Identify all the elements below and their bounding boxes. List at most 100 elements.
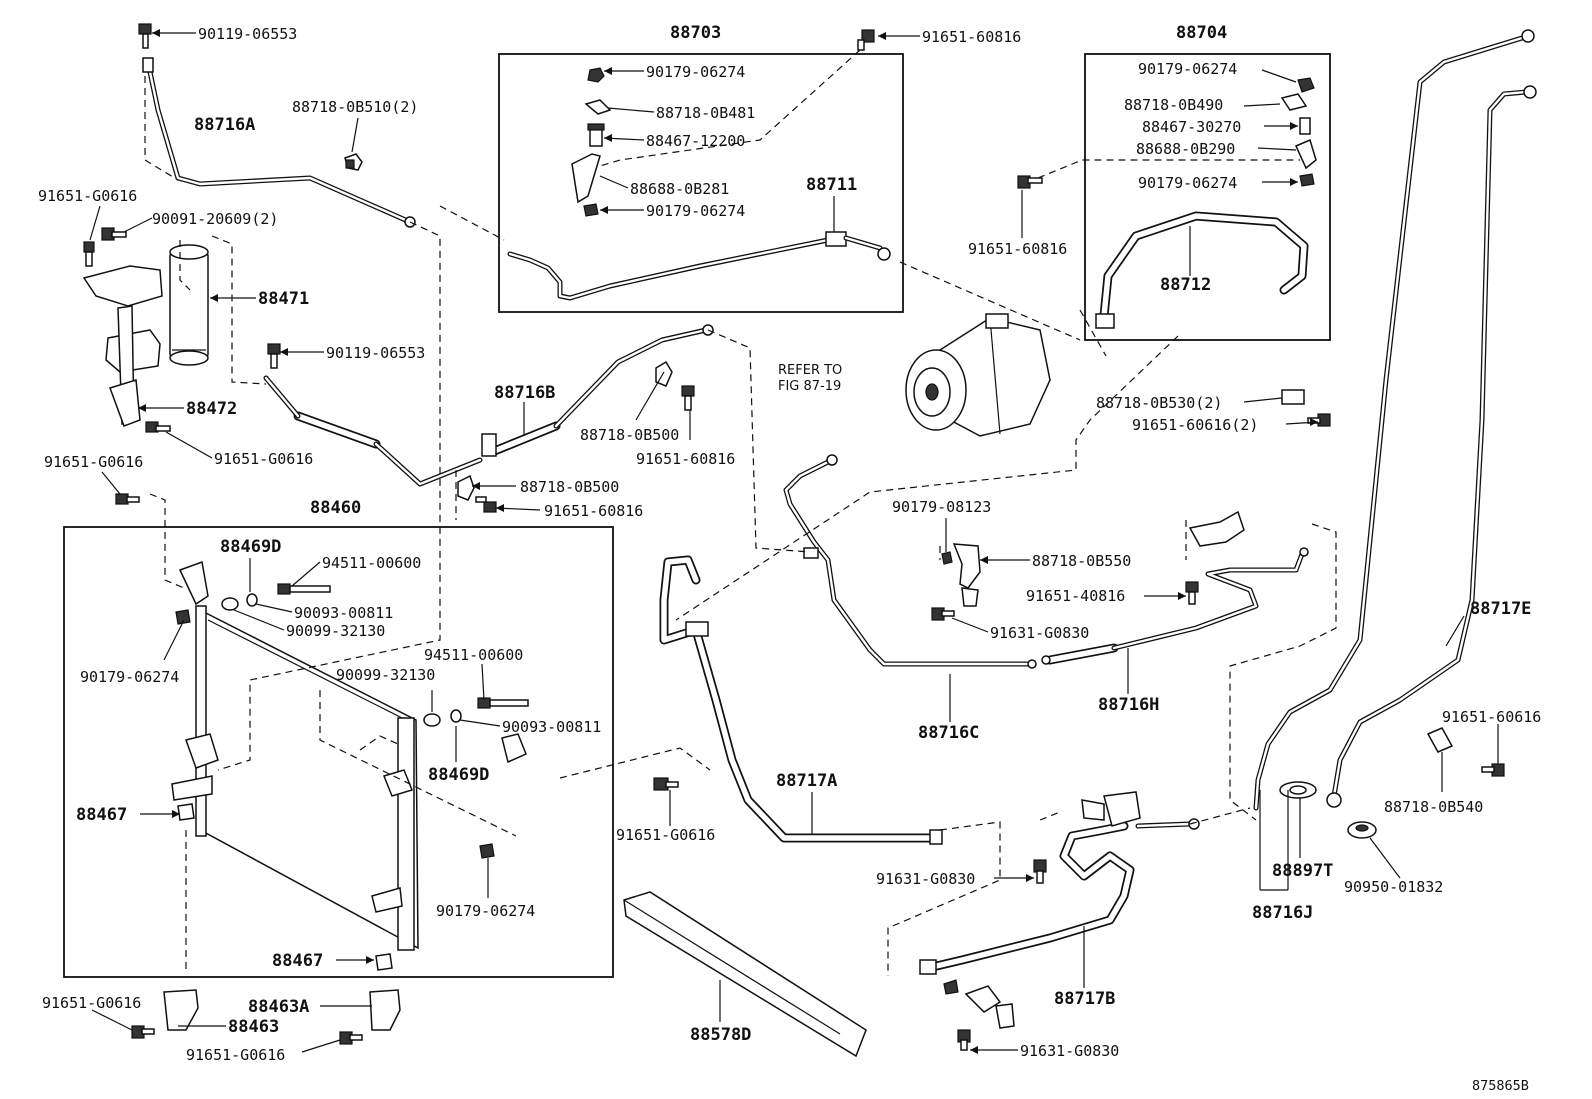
label-88469D: 88469D	[428, 765, 489, 785]
label-88717E: 88717E	[1470, 599, 1531, 619]
bolt-icon	[957, 1029, 971, 1051]
label-88717A: 88717A	[776, 771, 837, 791]
label-88718-0B510: 88718-0B510(2)	[292, 98, 418, 116]
label-91651-60616: 91651-60616	[1442, 708, 1541, 726]
bracket-88472	[82, 265, 163, 427]
bolt-icon	[653, 777, 679, 791]
pipe-88717E	[1253, 29, 1537, 811]
label-90179-06274: 90179-06274	[1138, 60, 1237, 78]
clamp-icon	[344, 153, 363, 171]
arrow-heads	[138, 29, 1318, 1054]
label-88467: 88467	[76, 805, 127, 825]
label-88472: 88472	[186, 399, 237, 419]
bolt-icon	[1017, 175, 1043, 189]
box-88703	[498, 53, 904, 313]
label-88711: 88711	[806, 175, 857, 195]
label-90179-06274: 90179-06274	[646, 63, 745, 81]
compressor-icon	[905, 313, 1051, 437]
label-88712: 88712	[1160, 275, 1211, 295]
mount-cushion-icon	[177, 803, 393, 971]
bolt-icon	[145, 421, 171, 433]
label-90093-00811: 90093-00811	[294, 604, 393, 622]
washer-icon	[246, 593, 462, 723]
nut-icon	[1297, 77, 1315, 93]
label-90093-00811: 90093-00811	[502, 718, 601, 736]
label-88718-0B550: 88718-0B550	[1032, 552, 1131, 570]
label-91651-40816: 91651-40816	[1026, 587, 1125, 605]
bolt-icon	[83, 241, 95, 267]
hose-88712	[1095, 211, 1309, 329]
bolt-icon	[1481, 763, 1505, 777]
bracket-icon	[571, 153, 601, 204]
label-88718-0B490: 88718-0B490	[1124, 96, 1223, 114]
label-90179-08123: 90179-08123	[892, 498, 991, 516]
label-90179-06274: 90179-06274	[436, 902, 535, 920]
label-90099-32130: 90099-32130	[286, 622, 385, 640]
clamp-icon	[943, 979, 1015, 1029]
label-88718-0B500: 88718-0B500	[580, 426, 679, 444]
condenser-88460	[171, 605, 419, 951]
label-91651-60816: 91651-60816	[968, 240, 1067, 258]
label-88718-0B481: 88718-0B481	[656, 104, 755, 122]
bolt-icon	[115, 493, 140, 505]
label-91651-G0616: 91651-G0616	[42, 994, 141, 1012]
label-88716H: 88716H	[1098, 695, 1159, 715]
label-88703: 88703	[670, 23, 721, 43]
box-88704	[1084, 53, 1331, 341]
label-91651-60816: 91651-60816	[636, 450, 735, 468]
label-88897T: 88897T	[1272, 861, 1333, 881]
label-90099-32130: 90099-32130	[336, 666, 435, 684]
label-94511-00600: 94511-00600	[322, 554, 421, 572]
bolt-icon	[101, 227, 127, 241]
label-88467-12200: 88467-12200	[646, 132, 745, 150]
pipe-88716H	[1041, 510, 1309, 665]
valve-icon	[1299, 117, 1311, 135]
part-labels: 90119-06553 88716A 88718-0B510(2) 91651-…	[38, 23, 1541, 1094]
label-90119-06553: 90119-06553	[326, 344, 425, 362]
bushing-icon	[221, 597, 441, 727]
label-88471: 88471	[258, 289, 309, 309]
label-91651-G0616: 91651-G0616	[616, 826, 715, 844]
bolt-icon	[277, 583, 331, 595]
label-88718-0B500: 88718-0B500	[520, 478, 619, 496]
pipe-88716C	[783, 454, 1037, 669]
clamp-icon	[584, 99, 612, 115]
bolt-icon	[1033, 859, 1047, 884]
label-91651-G0616: 91651-G0616	[186, 1046, 285, 1064]
label-91651-G0616: 91651-G0616	[44, 453, 143, 471]
assembly-guide-lines	[144, 49, 1337, 976]
label-91651-60816: 91651-60816	[922, 28, 1021, 46]
label-88717B: 88717B	[1054, 989, 1115, 1009]
clamp-icon	[457, 474, 475, 501]
label-90091-20609: 90091-20609(2)	[152, 210, 278, 228]
bolt-icon	[475, 496, 497, 513]
bolt-icon	[267, 343, 281, 369]
label-88716B: 88716B	[494, 383, 555, 403]
nut-icon	[587, 67, 605, 83]
bolt-icon	[857, 29, 875, 51]
bolt-icon	[931, 607, 955, 621]
label-91631-G0830: 91631-G0830	[876, 870, 975, 888]
bracket-88469D	[178, 560, 527, 764]
label-88688-0B281: 88688-0B281	[630, 180, 729, 198]
pipe-88711	[507, 231, 891, 301]
label-91631-G0830: 91631-G0830	[990, 624, 1089, 642]
label-88716C: 88716C	[918, 723, 979, 743]
label-94511-00600: 94511-00600	[424, 646, 523, 664]
valve-icon	[587, 123, 605, 147]
clamp-icon	[1280, 93, 1308, 111]
label-88463: 88463	[228, 1017, 279, 1037]
clamp-icon	[1426, 727, 1454, 753]
label-88716J: 88716J	[1252, 903, 1313, 923]
bracket-icon	[1295, 138, 1317, 170]
nut-icon	[1299, 173, 1315, 187]
label-88704: 88704	[1176, 23, 1227, 43]
leader-lines	[89, 32, 1499, 1053]
pipe-88716A	[142, 57, 416, 228]
label-90179-06274: 90179-06274	[646, 202, 745, 220]
label-88463A: 88463A	[248, 997, 309, 1017]
label-90950-01832: 90950-01832	[1344, 878, 1443, 896]
bolt-icon	[131, 1025, 155, 1039]
bracket-icon	[941, 543, 981, 607]
